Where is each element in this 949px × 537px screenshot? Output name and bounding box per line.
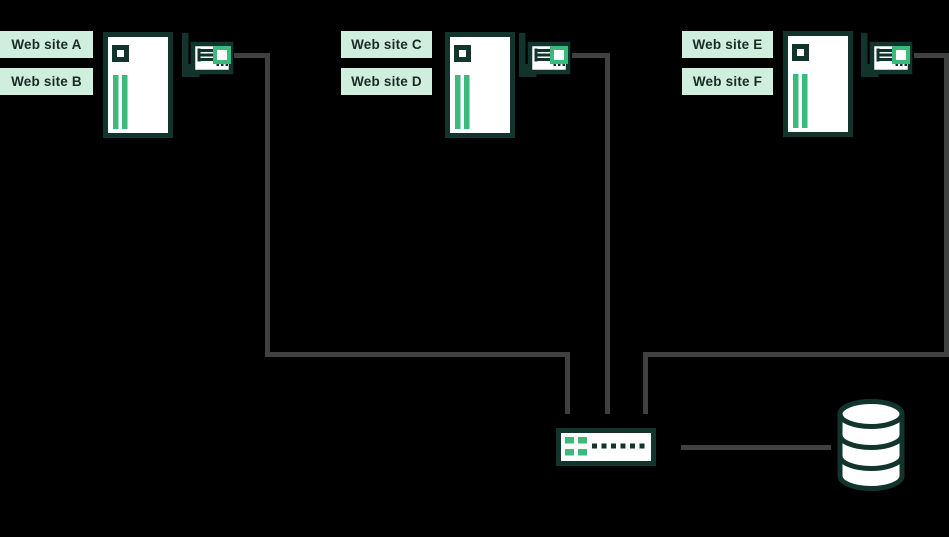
network-switch-icon: [556, 428, 656, 466]
label-web-site-d: Web site D: [341, 68, 432, 95]
cable-ab-segment-4: [565, 352, 570, 414]
label-web-site-f: Web site F: [682, 68, 773, 95]
cable-ef-segment-3: [643, 352, 949, 357]
network-card-icon: [516, 32, 572, 78]
cable-ab-segment-3: [265, 352, 570, 357]
cable-ab-segment-1: [234, 53, 270, 58]
database-icon: [836, 399, 906, 491]
network-card-icon: [179, 32, 235, 78]
cable-cd-segment-1: [572, 53, 610, 58]
server-icon: [103, 32, 173, 138]
cable-switch-database: [681, 445, 831, 450]
server-icon: [445, 32, 515, 138]
label-web-site-e: Web site E: [682, 31, 773, 58]
cable-ef-segment-2: [944, 53, 949, 357]
network-card-icon: [858, 32, 914, 78]
server-icon: [783, 31, 853, 137]
cable-cd-segment-2: [605, 53, 610, 414]
label-web-site-b: Web site B: [0, 68, 93, 95]
label-web-site-a: Web site A: [0, 31, 93, 58]
cable-ab-segment-2: [265, 53, 270, 357]
cable-ef-segment-4: [643, 352, 648, 414]
label-web-site-c: Web site C: [341, 31, 432, 58]
cable-ef-segment-1: [914, 53, 949, 58]
